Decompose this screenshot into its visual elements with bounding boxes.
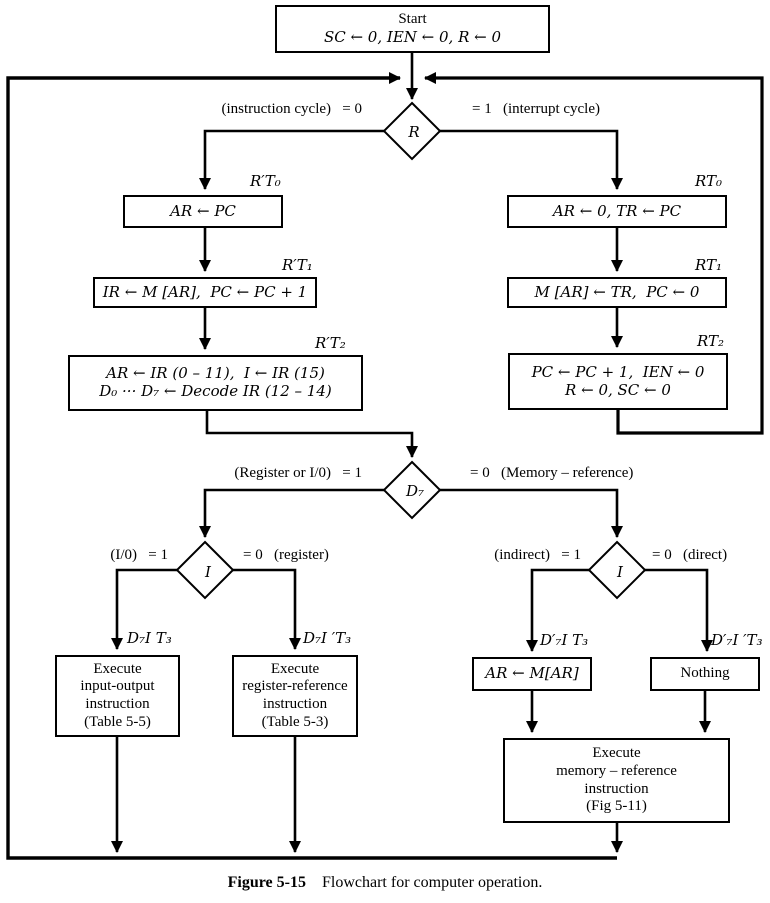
d7-branch-label-left: (Register or I/0) = 1 bbox=[234, 465, 362, 481]
box-nothing: Nothing bbox=[650, 657, 760, 691]
connector-group bbox=[6, 53, 764, 860]
box-execute-register-line3: instruction bbox=[262, 696, 328, 712]
box-execute-register-line4: (Table 5-3) bbox=[261, 713, 329, 730]
box-indirect-text: AR ← M[AR] bbox=[485, 664, 579, 683]
figure-caption: Figure 5-15 Flowchart for computer operat… bbox=[0, 874, 770, 892]
box-execute-memory-line1: Execute bbox=[592, 745, 641, 762]
box-decode: AR ← IR (0 – 11), I ← IR (15) D₀ ··· D₇ … bbox=[68, 355, 363, 411]
decision-shapes bbox=[175, 101, 647, 600]
start-action: SC ← 0, IEN ← 0, R ← 0 bbox=[323, 28, 502, 46]
box-execute-io-line1: Execute bbox=[93, 660, 142, 677]
box-indirect: AR ← M[AR] bbox=[472, 657, 592, 691]
ileft-branch-label-right: = 0 (register) bbox=[243, 547, 329, 563]
connector-feedback-loop-right bbox=[424, 72, 764, 435]
box-decode-line1: AR ← IR (0 – 11), I ← IR (15) bbox=[106, 364, 325, 383]
signal-rpt2: R′T₂ bbox=[315, 334, 346, 352]
decision-diamond-i-right bbox=[587, 540, 647, 600]
connector-ileft-to-register bbox=[232, 568, 301, 650]
start-title: Start bbox=[398, 11, 427, 28]
connector-d7-to-iright bbox=[439, 488, 623, 538]
box-execute-memory-line2: memory – reference bbox=[556, 762, 677, 779]
connector-r-to-instruction bbox=[199, 129, 385, 190]
box-store-return: M [AR] ← TR, PC ← 0 bbox=[507, 277, 727, 308]
figure-caption-text: Flowchart for computer operation. bbox=[321, 874, 543, 891]
signal-d7pit3: D′₇I T₃ bbox=[540, 631, 589, 649]
d7-branch-label-right: = 0 (Memory – reference) bbox=[470, 465, 634, 481]
box-fetch: IR ← M [AR], PC ← PC + 1 bbox=[93, 277, 317, 308]
decision-iright-symbol: I bbox=[617, 563, 623, 581]
signal-rt2: RT₂ bbox=[697, 332, 725, 350]
connector-iright-to-direct bbox=[644, 568, 713, 652]
box-execute-io-line3: instruction bbox=[85, 696, 150, 712]
box-execute-register: Execute register-reference instruction (… bbox=[232, 655, 358, 737]
decision-ileft-symbol: I bbox=[205, 563, 211, 581]
connector-iright-to-indirect bbox=[526, 568, 590, 652]
connector-ileft-to-io bbox=[111, 568, 178, 650]
box-ar0-tr-pc-text: AR ← 0, TR ← PC bbox=[552, 201, 682, 220]
decision-diamond-r bbox=[382, 101, 442, 161]
box-interrupt-clear: PC ← PC + 1, IEN ← 0 R ← 0, SC ← 0 bbox=[508, 353, 728, 410]
box-fetch-text: IR ← M [AR], PC ← PC + 1 bbox=[102, 282, 308, 301]
signal-d7ipt3: D₇I ′T₃ bbox=[303, 629, 352, 647]
box-interrupt-clear-line1: PC ← PC + 1, IEN ← 0 bbox=[531, 362, 705, 381]
box-decode-line2: D₀ ··· D₇ ← Decode IR (12 – 14) bbox=[99, 382, 332, 400]
signal-rt0: RT₀ bbox=[695, 172, 723, 190]
figure-caption-label: Figure 5-15 bbox=[227, 874, 306, 891]
box-nothing-text: Nothing bbox=[680, 665, 730, 682]
signal-d7it3: D₇I T₃ bbox=[127, 629, 172, 647]
decision-diamond-d7 bbox=[382, 460, 442, 520]
connector-d7-to-ileft bbox=[199, 488, 385, 538]
decision-d7-symbol: D₇ bbox=[405, 482, 425, 500]
signal-rt1: RT₁ bbox=[695, 256, 723, 274]
decision-r-symbol: R bbox=[408, 123, 420, 141]
connector-rt2l-to-d7 bbox=[205, 410, 418, 458]
signal-rpt1: R′T₁ bbox=[282, 256, 313, 274]
signal-rpt0: R′T₀ bbox=[250, 172, 281, 190]
box-execute-io-line4: (Table 5-5) bbox=[84, 713, 151, 730]
box-store-return-text: M [AR] ← TR, PC ← 0 bbox=[534, 282, 700, 301]
ileft-branch-label-left: (I/0) = 1 bbox=[110, 547, 168, 563]
r-branch-label-left: (instruction cycle) = 0 bbox=[221, 101, 362, 117]
start-box: Start SC ← 0, IEN ← 0, R ← 0 bbox=[275, 5, 550, 53]
iright-branch-label-right: = 0 (direct) bbox=[652, 547, 728, 563]
signal-d7pipt3: D′₇I ′T₃ bbox=[711, 631, 763, 649]
box-execute-memory-line4: (Fig 5-11) bbox=[586, 798, 647, 815]
box-execute-memory-line3: instruction bbox=[584, 780, 649, 797]
box-interrupt-clear-line2: R ← 0, SC ← 0 bbox=[565, 380, 671, 399]
box-ar-pc: AR ← PC bbox=[123, 195, 283, 228]
r-branch-label-right: = 1 (interrupt cycle) bbox=[472, 101, 600, 117]
box-ar-pc-text: AR ← PC bbox=[170, 201, 236, 220]
box-execute-register-line2: register-reference bbox=[242, 678, 348, 695]
connector-feedback-loop-left bbox=[6, 72, 617, 860]
box-execute-io: Execute input-output instruction (Table … bbox=[55, 655, 180, 737]
connector-r-to-interrupt bbox=[439, 129, 623, 190]
decision-diamond-i-left bbox=[175, 540, 235, 600]
box-execute-register-line1: Execute bbox=[270, 660, 320, 677]
box-ar0-tr-pc: AR ← 0, TR ← PC bbox=[507, 195, 727, 228]
box-execute-memory: Execute memory – reference instruction (… bbox=[503, 738, 730, 823]
iright-branch-label-left: (indirect) = 1 bbox=[494, 547, 581, 563]
box-execute-io-line2: input-output bbox=[80, 678, 155, 695]
